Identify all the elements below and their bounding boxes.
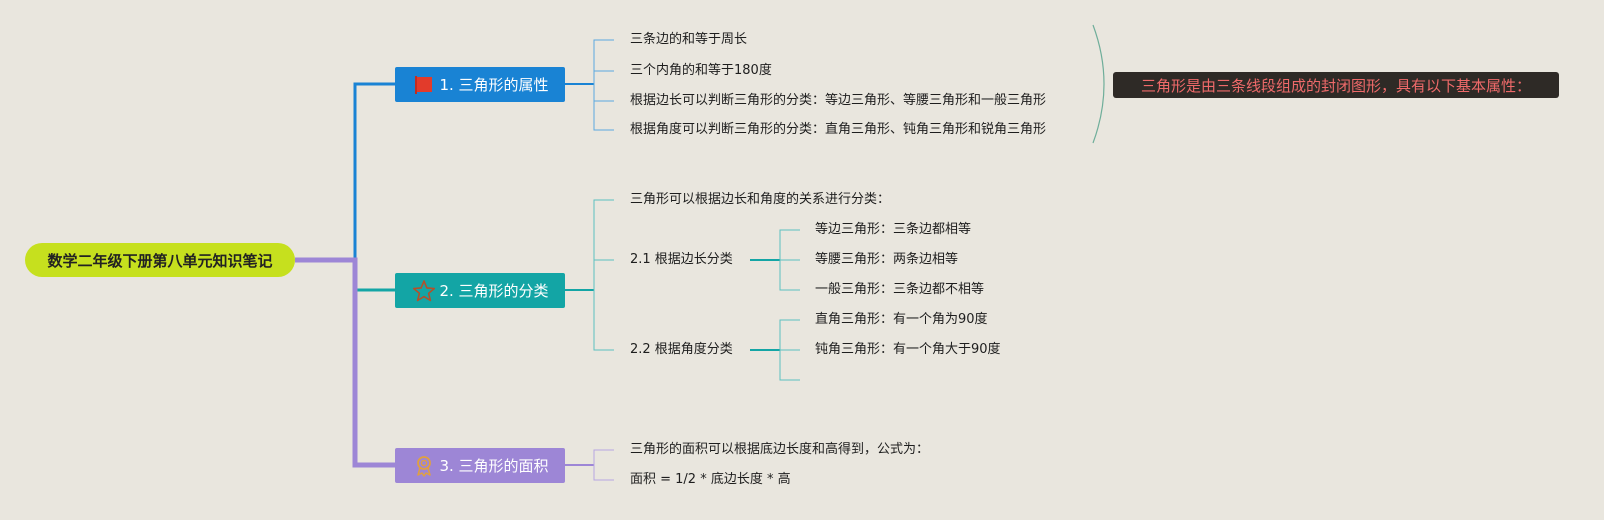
leaf-scalene[interactable]: 一般三角形：三条边都不相等 xyxy=(815,282,985,297)
topic-label: 3. 三角形的面积 xyxy=(439,457,549,475)
leaf-area-formula[interactable]: 面积 = 1/2 * 底边长度 * 高 xyxy=(630,472,791,487)
topic3-branches xyxy=(565,449,614,481)
leaf-area-description[interactable]: 三角形的面积可以根据底边长度和高得到，公式为： xyxy=(630,442,930,457)
root-title: 数学二年级下册第八单元知识笔记 xyxy=(47,251,273,270)
summary-callout[interactable]: 三角形是由三条线段组成的封闭图形，具有以下基本属性： xyxy=(1113,72,1559,98)
summary-text: 三角形是由三条线段组成的封闭图形，具有以下基本属性： xyxy=(1140,76,1531,95)
topic-label: 1. 三角形的属性 xyxy=(439,76,549,94)
leaf-classification-intro[interactable]: 三角形可以根据边长和角度的关系进行分类： xyxy=(630,192,891,207)
leaf-angle-classification[interactable]: 根据角度可以判断三角形的分类：直角三角形、钝角三角形和锐角三角形 xyxy=(630,122,1047,137)
leaf-side-classification[interactable]: 根据边长可以判断三角形的分类：等边三角形、等腰三角形和一般三角形 xyxy=(630,93,1047,108)
award-ribbon-icon xyxy=(411,454,437,478)
leaf-angle-sum[interactable]: 三个内角的和等于180度 xyxy=(630,63,772,78)
leaf-perimeter[interactable]: 三条边的和等于周长 xyxy=(630,32,748,47)
leaf-right-triangle[interactable]: 直角三角形：有一个角为90度 xyxy=(815,312,988,327)
connector-root-topic2 xyxy=(353,260,395,292)
topic-triangle-area[interactable]: 3. 三角形的面积 xyxy=(395,448,565,483)
topic-triangle-classification[interactable]: 2. 三角形的分类 xyxy=(395,273,565,308)
leaf-obtuse-triangle[interactable]: 钝角三角形：有一个角大于90度 xyxy=(815,342,1001,357)
summary-bracket xyxy=(1092,24,1105,144)
subtopic-by-side-length[interactable]: 2.1 根据边长分类 xyxy=(630,252,733,267)
leaf-isosceles[interactable]: 等腰三角形：两条边相等 xyxy=(815,252,959,267)
topic-label: 2. 三角形的分类 xyxy=(439,282,549,300)
topic1-branches xyxy=(565,24,1105,144)
red-flag-icon xyxy=(411,73,437,97)
connector-root-topic3 xyxy=(295,257,395,468)
topic-triangle-properties[interactable]: 1. 三角形的属性 xyxy=(395,67,565,102)
subtopic-by-angle[interactable]: 2.2 根据角度分类 xyxy=(630,342,733,357)
connector-root-topic1 xyxy=(295,82,395,262)
leaf-equilateral[interactable]: 等边三角形：三条边都相等 xyxy=(815,222,972,237)
topic2-branches xyxy=(565,199,800,381)
root-topic[interactable]: 数学二年级下册第八单元知识笔记 xyxy=(25,243,295,277)
star-icon xyxy=(411,279,437,303)
